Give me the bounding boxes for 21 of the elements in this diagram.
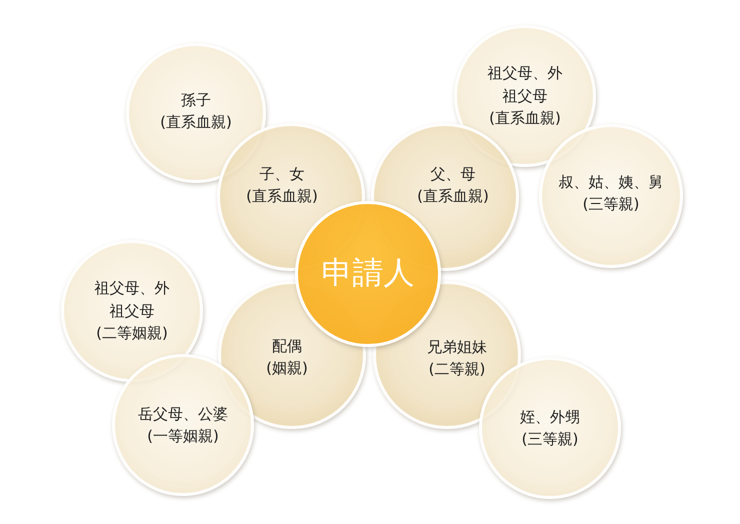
kinship-label: 孫子 bbox=[181, 90, 211, 110]
kinship-label: 祖父母、外祖父母 bbox=[486, 63, 564, 107]
degree-label: (直系血親) bbox=[246, 186, 318, 207]
degree-label: (姻親) bbox=[266, 358, 308, 379]
kinship-label: 叔、姑、姨、舅 bbox=[558, 172, 664, 192]
kinship-label: 岳父母、公婆 bbox=[138, 404, 228, 424]
degree-label: (二等姻親) bbox=[96, 323, 168, 344]
degree-label: (三等親) bbox=[582, 194, 640, 215]
degree-label: (三等親) bbox=[522, 429, 578, 450]
degree-label: (直系血親) bbox=[489, 108, 561, 130]
degree-label: (直系血親) bbox=[160, 112, 232, 133]
kinship-label: 父、母 bbox=[430, 164, 476, 184]
kinship-label: 姪、外甥 bbox=[520, 406, 580, 428]
kinship-label: 兄弟姐妹 bbox=[427, 336, 487, 358]
kinship-label: 配偶 bbox=[272, 336, 302, 356]
degree-label: (一等姻親) bbox=[147, 426, 219, 447]
degree-label: (直系血親) bbox=[417, 186, 489, 207]
applicant-label: 申請人 bbox=[322, 254, 414, 293]
degree-label: (二等親) bbox=[428, 359, 486, 380]
kinship-label: 祖父母、外祖父母 bbox=[94, 278, 170, 322]
kinship-label: 子、女 bbox=[260, 164, 304, 184]
